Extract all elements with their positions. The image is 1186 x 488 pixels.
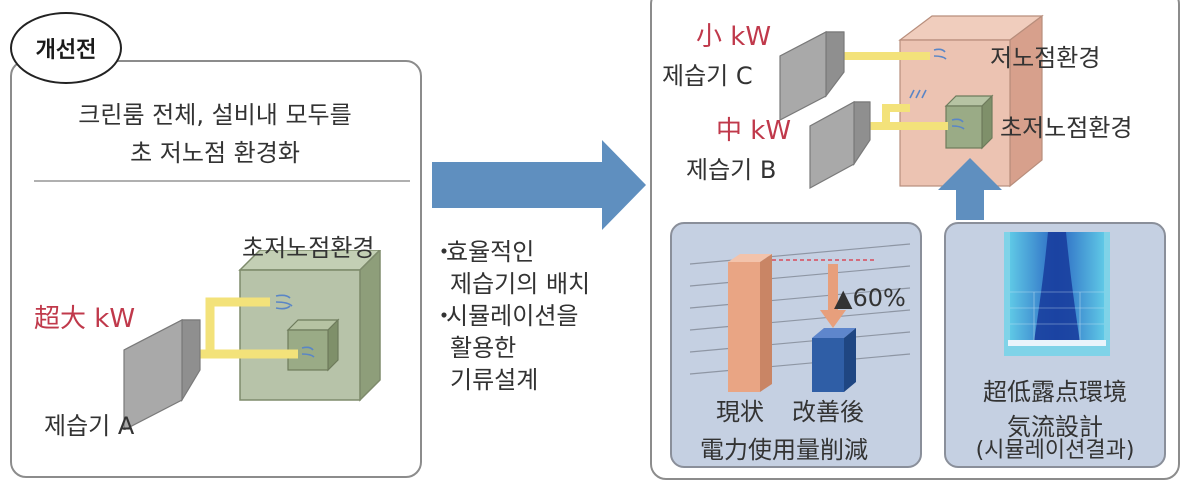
before-divider: [34, 180, 410, 182]
before-panel: [10, 60, 422, 478]
simulation-title: 超低露点環境 気流設計: [954, 372, 1156, 442]
before-kw-label: 超大 kW: [34, 304, 136, 334]
reduction-label: ▲60%: [834, 284, 906, 312]
after-env-low: 저노점환경: [990, 44, 1101, 72]
wind-icon: [275, 294, 293, 310]
chart-gridlines: [689, 243, 911, 375]
after-env-ultra: 초저노점환경: [1000, 114, 1133, 142]
after-kw-small: 小 kW: [696, 22, 772, 52]
after-panel: [650, 0, 1180, 480]
dehumidifier-b-box: [809, 100, 871, 190]
before-room-illustration: [123, 250, 382, 430]
after-room-illustration: [779, 14, 1044, 190]
after-kw-mid: 中 kW: [716, 116, 792, 146]
inner-chamber: [286, 318, 340, 372]
bullet-dot: ・: [432, 302, 456, 330]
before-headline-line1: 크린룸 전체, 설비내 모두를: [78, 101, 352, 129]
before-headline: 크린룸 전체, 설비내 모두를 초 저노점 환경화: [20, 96, 410, 172]
bullet-item1-line2: 제습기의 배치: [450, 270, 591, 298]
ultra-low-chamber: [944, 94, 994, 150]
wind-icon: [301, 346, 315, 358]
yellow-ducts: [188, 297, 298, 359]
bar-current: [728, 254, 772, 392]
yellow-ducts: [844, 52, 948, 130]
airflow-simulation-image: [1004, 232, 1110, 356]
improved-bar-label: 改善後: [792, 398, 864, 426]
dehumidifier-c-label: 제습기 C: [662, 62, 753, 90]
before-headline-line2: 초 저노점 환경화: [130, 139, 300, 167]
simulation-title-line2: 気流設計: [1007, 413, 1103, 441]
reduction-arrow-icon: [820, 264, 846, 328]
bullet-item1-line1: 효율적인: [446, 238, 535, 266]
simulation-title-line1: 超低露点環境: [983, 378, 1127, 406]
dehumidifier-a-label: 제습기 A: [44, 412, 135, 440]
big-right-arrow-icon: [432, 140, 646, 230]
wind-icon: [933, 48, 947, 60]
dehumidifier-a-box: [123, 319, 201, 430]
up-arrow-icon: [938, 158, 1002, 220]
improvement-bullets: ・효율적인 제습기의 배치 ・시뮬레이션을 활용한 기류설계: [432, 236, 590, 396]
bullet-item2-line2: 활용한: [450, 334, 517, 362]
before-badge: 개선전: [10, 12, 122, 84]
power-reduction-chart: [689, 243, 911, 392]
bullet-item2-line1: 시뮬레이션을: [446, 302, 579, 330]
wind-icon: [951, 118, 965, 130]
wind-icon: [909, 89, 927, 99]
dehumidifier-b-label: 제습기 B: [686, 156, 777, 184]
before-env-label: 초저노점환경: [242, 234, 375, 262]
dehumidifier-c-box: [779, 31, 845, 121]
bullet-dot: ・: [432, 238, 456, 266]
bar-improved: [812, 328, 856, 392]
bullet-item2-line3: 기류설계: [450, 366, 539, 394]
power-caption: 電力使用量削減: [700, 436, 868, 464]
current-bar-label: 現状: [716, 398, 764, 426]
simulation-caption: (시뮬레이션결과): [975, 438, 1135, 463]
power-reduction-panel: [670, 222, 922, 468]
